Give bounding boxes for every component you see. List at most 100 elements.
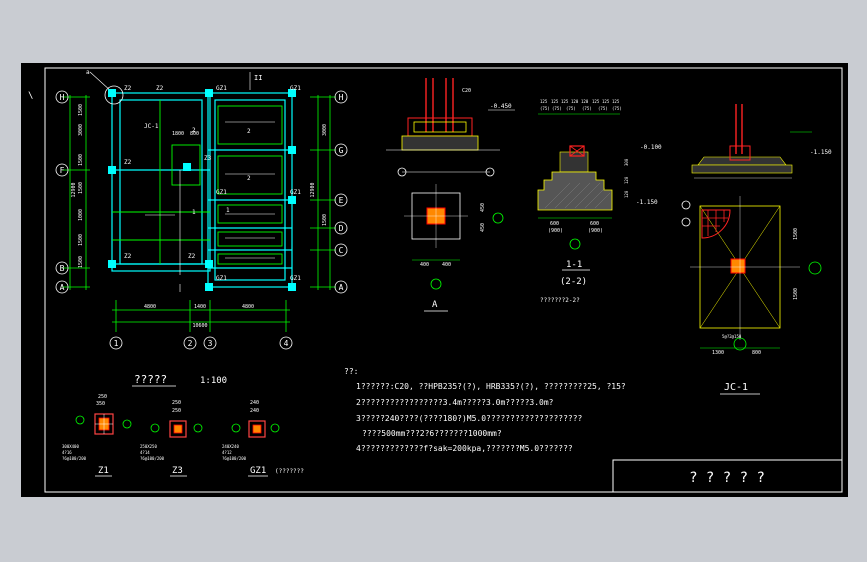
dim-text: 120 — [571, 99, 579, 104]
room-number: 1 — [192, 209, 196, 216]
column-tag: GZ1 — [290, 189, 301, 196]
column-tag: GZ1 — [216, 85, 227, 92]
conc-grade: C20 — [462, 88, 471, 94]
note-line: 3?????240????(????180?)M5.0?????????????… — [356, 414, 583, 423]
section-label: 1-1 — [566, 260, 582, 270]
plan-dimension-text: 4800 1400 4800 10600 3000 1500 1500 1500… — [71, 104, 328, 329]
dim-text: (75) — [552, 106, 562, 111]
col-dim: 240 — [250, 408, 259, 414]
col-spacing: ?6@100/200 — [222, 456, 247, 461]
col-dim: 350 — [96, 401, 105, 407]
column-tag: Z2 — [124, 253, 132, 260]
col-stirrup: 4?14 — [140, 450, 150, 455]
dim-text: 800 — [752, 350, 761, 356]
axis-label: B — [60, 264, 65, 273]
plan-detail-mark: a — [86, 69, 90, 76]
elevation: -1.150 — [810, 149, 832, 156]
section-label: A — [432, 300, 438, 310]
axis-label: E — [339, 196, 344, 205]
dim-text: 125 — [592, 99, 600, 104]
room-number: 2 — [192, 127, 196, 134]
dim-text: 125 — [551, 99, 559, 104]
column-tag: Z3 — [204, 155, 212, 162]
column-label: Z1 — [98, 466, 109, 476]
drawing-canvas[interactable] — [21, 63, 848, 497]
axis-label: 1 — [114, 339, 119, 348]
dim-text: 125 — [612, 99, 620, 104]
elevation: -1.150 — [636, 199, 658, 206]
dim-text: 3000 — [322, 124, 328, 136]
room-number: 2 — [247, 128, 251, 135]
title-block — [612, 459, 843, 493]
axis-label: 2 — [188, 339, 193, 348]
footing-label: JC-1 — [724, 382, 748, 393]
dim-text: 450 — [480, 203, 486, 212]
dim-text: 300 — [624, 158, 629, 166]
dim-text: 5@?2@150 — [722, 334, 742, 339]
col-stirrup: 4?12 — [222, 450, 232, 455]
dim-text: 1500 — [78, 154, 84, 166]
section-sublabel: (2-2) — [560, 277, 587, 287]
dim-tag: 1800 — [172, 131, 184, 137]
note-line: 2?????????????????3.4m?????3.0m?????3.0m… — [356, 398, 554, 407]
dim-text: (75) — [612, 106, 622, 111]
dim-text: 600 — [550, 221, 559, 227]
col-dim: 240 — [250, 400, 259, 406]
col-rebar: 300X400 — [62, 444, 79, 449]
footing-tag: JC-1 — [144, 123, 159, 130]
dim-text: 125 — [602, 99, 610, 104]
axis-label: C — [339, 246, 344, 255]
frame-mark: \ — [28, 91, 33, 101]
plan-detail-lines — [89, 71, 275, 292]
axis-label: H — [339, 93, 344, 102]
section-a: C20 -0.450 400 400 450 450 A — [386, 78, 515, 312]
section-1-1: 125 125 125 120 120 125 125 125 (75) (75… — [537, 99, 662, 304]
design-notes: ??: 1??????:C20, ??HPB235?(?), HRB335?(?… — [344, 367, 626, 453]
dim-text: (75) — [540, 106, 550, 111]
plan-column-markers — [108, 89, 296, 291]
axis-label: 3 — [208, 339, 213, 348]
plan-col-axes: 1 2 3 4 — [109, 336, 293, 350]
dim-text: (75) — [566, 106, 576, 111]
plan-title: ????? — [134, 373, 167, 386]
room-number: 2 — [247, 175, 251, 182]
plan-walls — [111, 92, 293, 288]
note-line: 1??????:C20, ??HPB235?(?), HRB335?(?), ?… — [356, 382, 626, 391]
note-line: 4?????????????f?sak=200kpa,???????M5.0??… — [356, 444, 573, 453]
plan-beams — [112, 100, 283, 265]
elevation: -0.450 — [490, 103, 512, 110]
plan-dimension-lines — [62, 95, 336, 332]
col-dim: 250 — [98, 394, 107, 400]
plan-detail-circle — [104, 85, 124, 105]
column-outline — [169, 420, 187, 438]
dim-text: 400 — [442, 262, 451, 268]
column-tag: GZ1 — [290, 85, 301, 92]
column-tag: GZ1 — [290, 275, 301, 282]
column-label: GZ1 — [250, 466, 266, 476]
elevation: -0.100 — [640, 144, 662, 151]
dim-text: 1500 — [793, 288, 799, 300]
col-rebar: 240X240 — [222, 444, 239, 449]
dim-text: 1400 — [194, 304, 206, 310]
col-dim: 250 — [172, 408, 181, 414]
col-rebar: 250X250 — [140, 444, 157, 449]
column-core — [252, 424, 262, 434]
axis-label: G — [339, 146, 344, 155]
dim-text: 120 — [624, 176, 629, 184]
dim-text: 12900 — [310, 182, 316, 197]
dim-text: (900) — [548, 228, 563, 234]
floor-plan: a H F B A H G E D C A — [55, 69, 348, 387]
notes-heading: ??: — [344, 367, 358, 376]
column-tag: GZ1 — [216, 275, 227, 282]
jc1-footing: -1.150 1500 1500 5@?2@150 1300 800 JC-1 — [681, 104, 832, 395]
column-core — [173, 424, 183, 434]
column-label: Z3 — [172, 466, 183, 476]
hatch — [544, 182, 611, 209]
dim-text: 1000 — [78, 209, 84, 221]
col-stirrup: 4?16 — [62, 450, 72, 455]
plan-tags: Z2 Z2 GZ1 GZ1 Z2 Z3 GZ1 GZ1 Z2 Z2 GZ1 GZ… — [124, 85, 301, 282]
dim-text: 12900 — [71, 182, 77, 197]
column-sections: 250 350 300X400 4?16 ?6@100/200 Z1 250 2… — [62, 394, 304, 477]
dim-text: 600 — [590, 221, 599, 227]
